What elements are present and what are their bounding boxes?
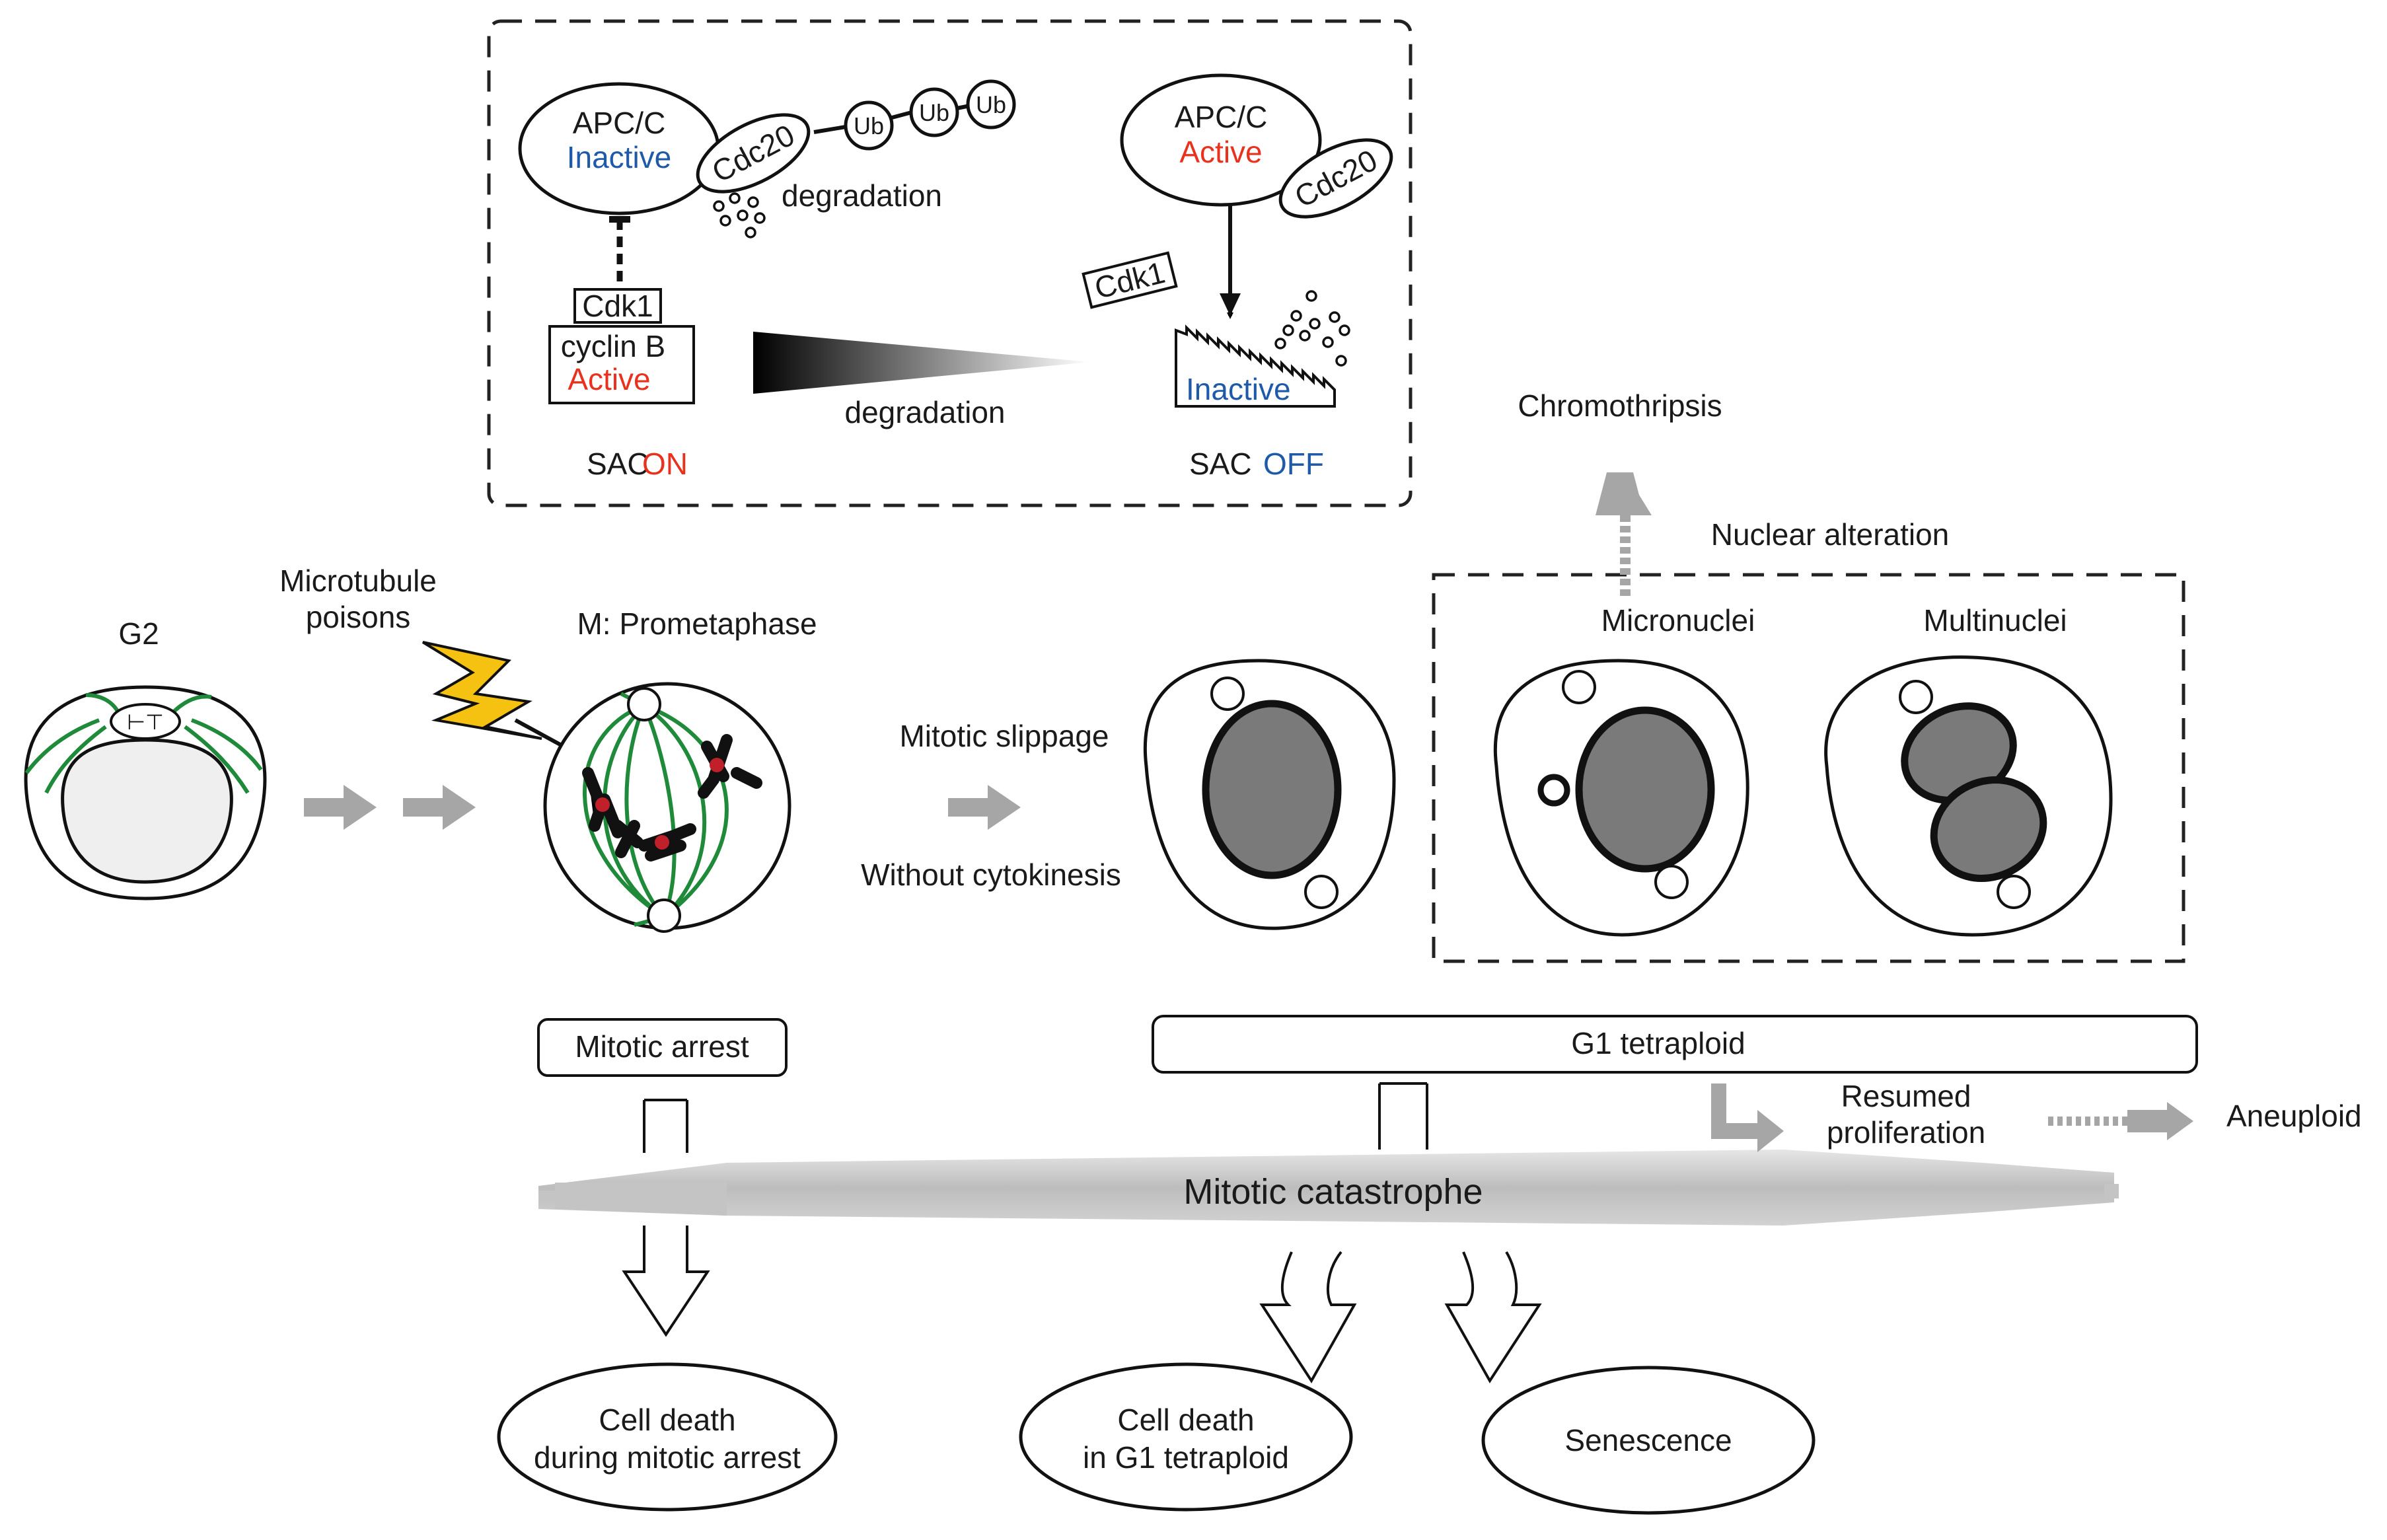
ub-circle xyxy=(844,100,894,151)
mitotic-arrest-box xyxy=(537,1018,788,1077)
g2-cell: ⊢⊤ xyxy=(24,685,267,900)
outcome-death-arrest xyxy=(497,1362,838,1512)
spindle-pole-top xyxy=(627,687,661,721)
spindle-pole-bottom xyxy=(647,898,681,933)
micronucleus xyxy=(1537,774,1570,807)
main-nucleus xyxy=(1575,706,1715,873)
poison-label-line2: poisons xyxy=(306,600,411,634)
ub-label: Ub xyxy=(919,99,949,126)
g2-label: G2 xyxy=(118,616,159,651)
resumed-bent-arrow xyxy=(1711,1083,1784,1152)
g1-death-arrow xyxy=(1259,1251,1357,1383)
centrosome xyxy=(1210,677,1245,711)
ub-circle xyxy=(966,79,1016,129)
poison-label-line1: Microtubule xyxy=(279,564,437,598)
chromothripsis-label: Chromothripsis xyxy=(1518,388,1722,423)
death-g1-line2: in G1 tetraploid xyxy=(1083,1440,1289,1475)
arrest-arrow-shaft xyxy=(643,1099,688,1153)
cyclin-status-inactive: Inactive xyxy=(1186,372,1291,406)
cyclin-b-label: cyclin B xyxy=(561,329,665,363)
centrosome xyxy=(1899,680,1933,714)
ub-label: Ub xyxy=(976,91,1006,118)
gradient-degradation-label: degradation xyxy=(845,395,1006,429)
degradation-gradient-wedge xyxy=(753,332,1090,394)
centrosome xyxy=(1997,875,2031,909)
cyclin-status-active: Active xyxy=(568,362,650,396)
inset-dashed-box xyxy=(487,19,1413,507)
nuclear-alteration-box xyxy=(1432,573,2185,963)
ub-label: Ub xyxy=(854,112,884,139)
no-cytokinesis-label: Without cytokinesis xyxy=(861,858,1121,892)
degraded-cyclin-b xyxy=(1175,324,1336,408)
g2-to-m-arrows xyxy=(304,785,476,830)
apc-active-ellipse xyxy=(1120,73,1322,207)
mitotic-arrest-label: Mitotic arrest xyxy=(575,1029,749,1064)
aneuploid-arrow xyxy=(2127,1102,2193,1140)
chromothripsis-arrowhead-tip xyxy=(1599,472,1652,515)
tetraploid-nucleus xyxy=(1202,700,1342,879)
senescence-label: Senescence xyxy=(1564,1423,1732,1457)
resumed-label-line2: proliferation xyxy=(1827,1115,1985,1150)
sac-state-off: OFF xyxy=(1263,447,1324,481)
catastrophe-label: Mitotic catastrophe xyxy=(1183,1172,1483,1212)
centrosome xyxy=(1304,875,1339,909)
apc-label-left: APC/C xyxy=(573,106,666,140)
g1-tetraploid-bar xyxy=(1152,1015,2198,1074)
sac-inset: APC/C Inactive Cdc20 Ub Ub Ub degradatio… xyxy=(487,19,1413,507)
prometaphase-cell xyxy=(543,682,791,933)
slippage-label: Mitotic slippage xyxy=(899,719,1109,753)
centrosome xyxy=(1654,865,1689,899)
nucleus-b xyxy=(1930,776,2047,882)
degradation-label-left: degradation xyxy=(782,178,942,213)
nuclear-alteration-label: Nuclear alteration xyxy=(1711,517,1950,552)
catastrophe-band xyxy=(538,1150,2114,1226)
apc-label-right: APC/C xyxy=(1175,100,1268,134)
spindle-microtubules xyxy=(583,692,729,927)
outcome-senescence xyxy=(1481,1366,1816,1515)
sac-prefix-left: SAC xyxy=(587,447,649,481)
ub-link xyxy=(891,110,912,120)
outcome-death-g1 xyxy=(1019,1362,1353,1512)
cyclin-b-box xyxy=(548,325,695,404)
aneuploid-label: Aneuploid xyxy=(2226,1099,2362,1133)
g1-arrow-shaft xyxy=(1378,1082,1428,1150)
kinetochores xyxy=(595,758,724,850)
cdk1-box-right: Cdk1 xyxy=(1082,251,1178,309)
multinuclei-cell xyxy=(1824,655,2113,937)
sac-prefix-right: SAC xyxy=(1189,447,1252,481)
sac-state-on: ON xyxy=(642,447,688,481)
band-left-tip xyxy=(538,1191,558,1200)
micronuclei-label: Micronuclei xyxy=(1601,603,1755,638)
band-right-tip xyxy=(2104,1184,2119,1198)
apc-status-active: Active xyxy=(1179,135,1262,169)
centriole-glyph: ⊢⊤ xyxy=(127,710,164,734)
death-g1-line1: Cell death xyxy=(1117,1403,1254,1437)
centrosome xyxy=(1562,670,1596,704)
multinuclei-label: Multinuclei xyxy=(1923,603,2067,638)
prometaphase-label: M: Prometaphase xyxy=(577,606,817,641)
resumed-label-line1: Resumed xyxy=(1841,1079,1971,1113)
senescence-arrow xyxy=(1444,1251,1542,1383)
svg-text:Cdk1: Cdk1 xyxy=(1091,255,1169,305)
band-left-cap xyxy=(555,1183,727,1216)
cdk1-box-left xyxy=(573,288,662,324)
degradation-dots-right xyxy=(1274,290,1350,367)
cdk1-label-left: Cdk1 xyxy=(582,289,653,323)
ub-link xyxy=(813,125,846,134)
g1-tetraploid-label: G1 tetraploid xyxy=(1571,1026,1745,1060)
death-arrest-line1: Cell death xyxy=(599,1403,735,1437)
death-arrest-line2: during mitotic arrest xyxy=(534,1440,801,1475)
apc-status-inactive: Inactive xyxy=(567,140,672,174)
lightning-icon xyxy=(422,641,542,740)
g2-centrosome xyxy=(110,703,181,740)
slippage-arrow xyxy=(948,785,1021,830)
tetraploid-cell xyxy=(1143,659,1396,930)
arrest-death-arrow xyxy=(622,1226,710,1337)
degradation-dots-left xyxy=(713,192,766,238)
arrowhead xyxy=(1220,293,1241,316)
micronuclei-cell xyxy=(1493,659,1749,937)
ub-circle xyxy=(909,87,959,137)
